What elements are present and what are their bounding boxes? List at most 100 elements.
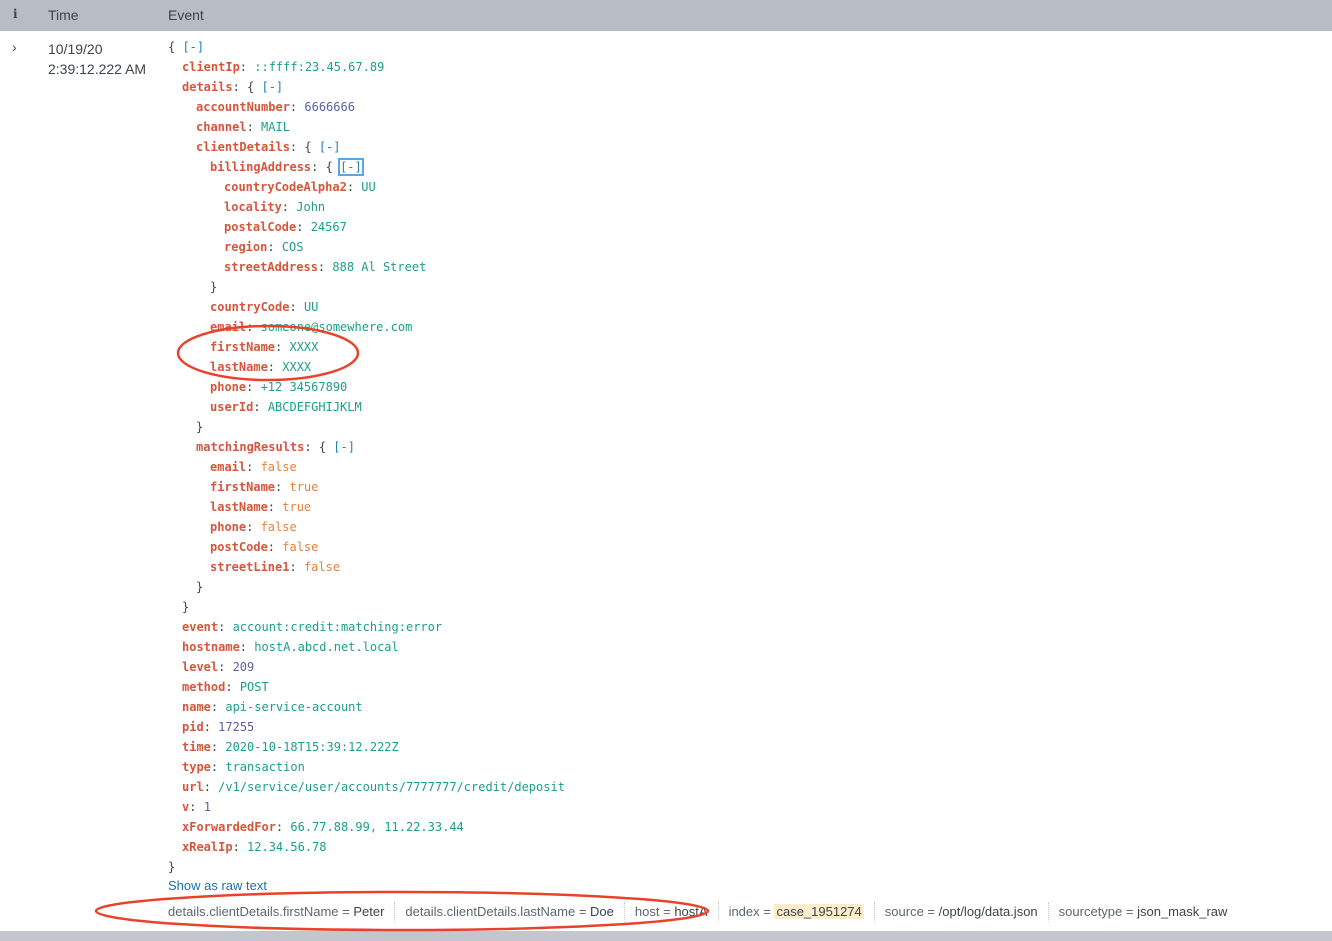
field-equals: = (1122, 904, 1138, 919)
json-line: xForwardedFor: 66.77.88.99, 11.22.33.44 (182, 817, 464, 837)
expand-row-icon[interactable]: › (12, 39, 17, 55)
table-header: i Time Event (0, 0, 1332, 31)
json-line: countryCodeAlpha2: UU (224, 177, 376, 197)
field-value[interactable]: json_mask_raw (1137, 904, 1228, 919)
json-punct: } (196, 420, 204, 434)
bottom-scrollbar[interactable] (0, 931, 1332, 941)
json-key: url (182, 780, 204, 794)
json-string-value: UU (303, 300, 319, 314)
field-source[interactable]: source = /opt/log/data.json (873, 902, 1048, 922)
json-punct: : (253, 400, 268, 414)
json-key: lastName (210, 500, 268, 514)
show-as-raw-text-link[interactable]: Show as raw text (168, 878, 267, 893)
json-key: details (182, 80, 233, 94)
json-punct: : (289, 100, 305, 114)
field-name: source (884, 904, 924, 919)
json-key: level (182, 660, 219, 674)
json-punct: : (275, 820, 291, 834)
json-key: firstName (210, 480, 276, 494)
field-sourcetype[interactable]: sourcetype = json_mask_raw (1047, 902, 1238, 922)
json-key: firstName (210, 340, 276, 354)
json-string-value: 888 Al Street (332, 260, 427, 274)
json-key: hostname (182, 640, 240, 654)
json-punct: : (232, 840, 248, 854)
field-value[interactable]: case_1951274 (774, 904, 864, 919)
json-punct: { (168, 40, 183, 54)
json-line: countryCode: UU (210, 297, 318, 317)
json-boolean-value: false (260, 460, 297, 474)
field-details-clientDetails-firstName[interactable]: details.clientDetails.firstName = Peter (168, 902, 394, 922)
json-line: xRealIp: 12.34.56.78 (182, 837, 327, 857)
json-line: { [-] (168, 37, 204, 57)
json-boolean-value: false (303, 560, 341, 574)
time-column-header[interactable]: Time (48, 7, 79, 23)
field-value[interactable]: /opt/log/data.json (938, 904, 1038, 919)
field-equals: = (575, 904, 591, 919)
json-string-value: UU (361, 180, 376, 194)
json-line: name: api-service-account (182, 697, 363, 717)
json-key: xRealIp (182, 840, 233, 854)
json-key: channel (196, 120, 247, 134)
json-line: time: 2020-10-18T15:39:12.222Z (182, 737, 399, 757)
json-line: email: false (210, 457, 297, 477)
json-punct: : (218, 660, 233, 674)
json-key: email (210, 320, 247, 334)
json-key: postalCode (224, 220, 297, 234)
json-key: type (182, 760, 211, 774)
event-clock: 2:39:12.222 AM (48, 61, 147, 77)
field-name: host (634, 904, 660, 919)
field-index[interactable]: index = case_1951274 (717, 902, 874, 922)
json-key: lastName (210, 360, 268, 374)
json-punct: : (267, 500, 283, 514)
json-punct: : (218, 620, 233, 634)
collapse-toggle[interactable]: [-] (182, 40, 205, 54)
json-key: phone (210, 520, 247, 534)
json-punct: : (210, 740, 226, 754)
json-key: locality (224, 200, 282, 214)
json-string-value: XXXX (289, 340, 319, 354)
collapse-toggle[interactable]: [-] (338, 158, 364, 176)
json-boolean-value: true (282, 500, 312, 514)
json-key: xForwardedFor (182, 820, 276, 834)
field-host[interactable]: host = hostA (623, 902, 718, 922)
field-details-clientDetails-lastName[interactable]: details.clientDetails.lastName = Doe (394, 902, 623, 922)
field-equals: = (659, 904, 675, 919)
json-string-value: someone@somewhere.com (260, 320, 413, 334)
json-number-value: 17255 (218, 720, 255, 734)
json-key: billingAddress (210, 160, 312, 174)
json-line: email: someone@somewhere.com (210, 317, 412, 337)
json-punct: : (275, 480, 290, 494)
field-value[interactable]: Peter (353, 904, 385, 919)
field-value[interactable]: hostA (674, 904, 708, 919)
collapse-toggle[interactable]: [-] (318, 140, 341, 154)
json-punct: } (196, 580, 204, 594)
collapse-toggle[interactable]: [-] (333, 440, 355, 454)
collapse-toggle[interactable]: [-] (261, 80, 284, 94)
event-column-header[interactable]: Event (168, 7, 204, 23)
json-line: v: 1 (182, 797, 211, 817)
json-line: } (210, 277, 217, 297)
json-number-value: 1 (203, 800, 211, 814)
json-number-value: 209 (232, 660, 255, 674)
json-key: matchingResults (196, 440, 305, 454)
json-punct: : (267, 360, 283, 374)
json-line: } (168, 857, 175, 877)
field-name: sourcetype (1058, 904, 1123, 919)
json-punct: } (182, 600, 190, 614)
json-key: name (182, 700, 211, 714)
field-value[interactable]: Doe (590, 904, 614, 919)
json-line: method: POST (182, 677, 269, 697)
json-punct: : (246, 320, 261, 334)
json-line: region: COS (224, 237, 304, 257)
json-string-value: /v1/service/user/accounts/7777777/credit… (218, 780, 565, 794)
json-key: streetAddress (224, 260, 318, 274)
json-string-value: MAIL (261, 120, 290, 134)
json-line: phone: false (210, 517, 297, 537)
json-key: email (210, 460, 247, 474)
field-equals: = (338, 904, 354, 919)
json-punct: : (225, 680, 240, 694)
json-punct: : { (311, 160, 341, 174)
field-equals: = (923, 904, 939, 919)
json-string-value: hostA.abcd.net.local (254, 640, 399, 654)
json-line: lastName: true (210, 497, 311, 517)
